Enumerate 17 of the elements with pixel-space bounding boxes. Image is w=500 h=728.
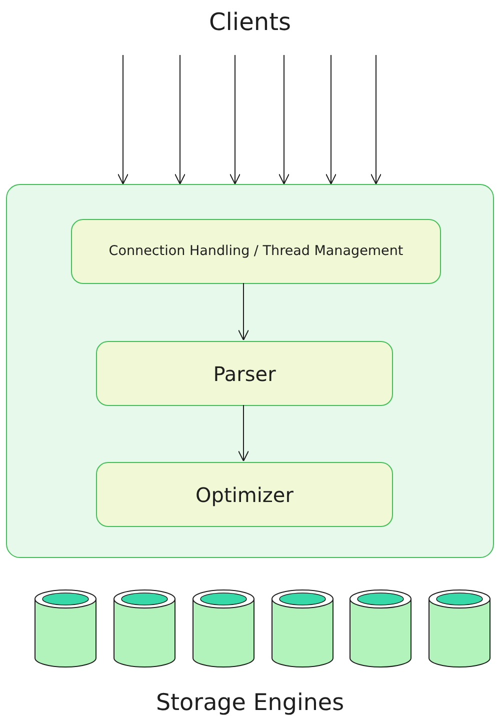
box-label: Connection Handling / Thread Management	[108, 242, 404, 262]
arrow	[278, 54, 290, 184]
server-container	[6, 184, 494, 558]
process-box	[96, 462, 393, 527]
process-box	[71, 219, 441, 284]
process-box	[96, 341, 393, 406]
arrow	[118, 54, 128, 184]
arrow	[370, 54, 382, 184]
box-label: Optimizer	[196, 482, 294, 508]
box-label: Parser	[213, 360, 276, 388]
heading-label: Storage Engines	[156, 689, 344, 718]
arrow	[230, 54, 240, 184]
arrow	[174, 54, 186, 184]
arrow	[238, 404, 249, 462]
heading-label: Clients	[209, 7, 291, 38]
arrow	[326, 54, 336, 184]
arrow	[238, 282, 249, 340]
